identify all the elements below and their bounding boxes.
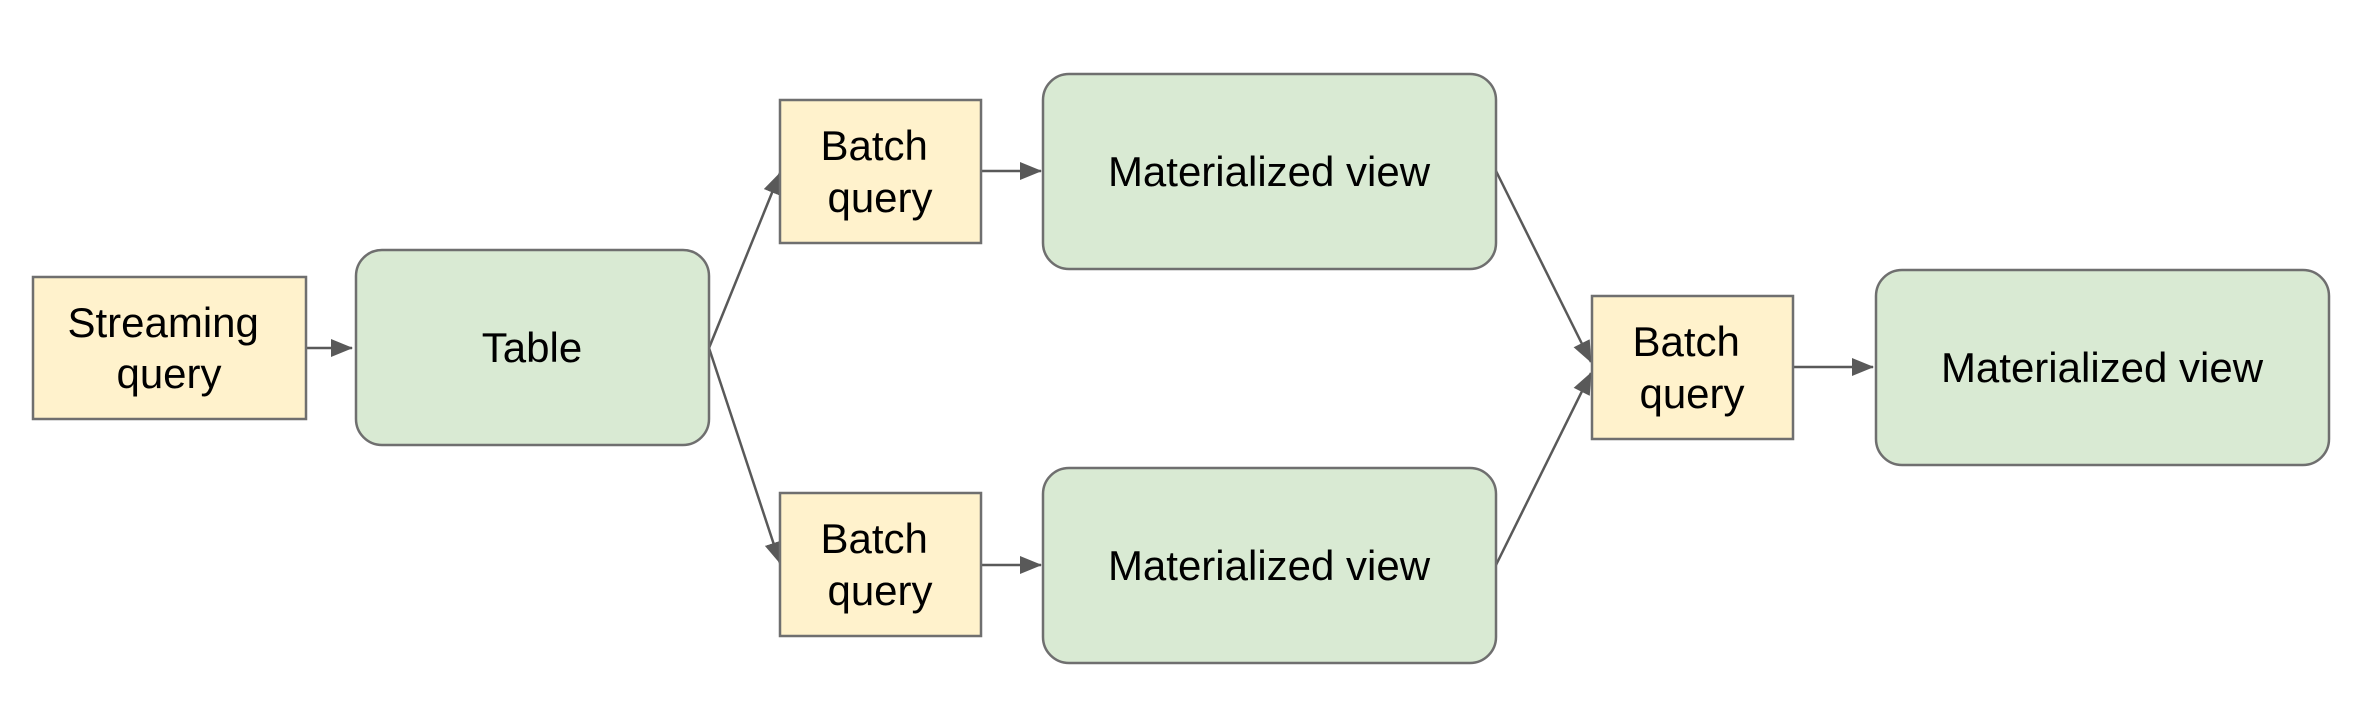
mv-bottom-label: Materialized view	[1108, 542, 1431, 589]
batch-query-merge-label: Batch query	[1632, 318, 1751, 417]
node-table: Table	[354, 248, 711, 447]
mv-top-box	[1041, 72, 1498, 271]
batch-query-bottom-line1: Batch	[820, 515, 927, 562]
node-batch-query-top: Batch query	[778, 98, 983, 245]
table-box	[354, 248, 711, 447]
batch-query-merge-line2: query	[1639, 370, 1744, 417]
streaming-query-label-line1: Streaming	[67, 299, 258, 346]
edge-mv-top-to-batch-merge	[1494, 170, 1593, 363]
streaming-query-label-line2: query	[116, 350, 221, 397]
batch-query-bottom-label: Batch query	[820, 515, 939, 614]
node-mv-final: Materialized view	[1874, 268, 2331, 467]
node-batch-query-merge: Batch query	[1590, 294, 1795, 441]
edge-table-to-batch-top	[707, 172, 782, 349]
node-streaming-query: Streaming query	[31, 275, 308, 421]
edge-table-to-batch-bottom	[707, 347, 782, 564]
edge-mv-bottom-to-batch-merge	[1494, 372, 1593, 566]
streaming-query-box	[31, 275, 308, 421]
batch-query-merge-line1: Batch	[1632, 318, 1739, 365]
edges	[306, 162, 1874, 574]
mv-top-label: Materialized view	[1108, 148, 1431, 195]
streaming-query-label: Streaming query	[67, 299, 270, 397]
node-mv-top: Materialized view	[1041, 72, 1498, 271]
node-batch-query-bottom: Batch query	[778, 491, 983, 638]
batch-query-bottom-box	[778, 491, 983, 638]
table-label: Table	[482, 324, 582, 371]
node-mv-bottom: Materialized view	[1041, 466, 1498, 665]
batch-query-merge-box	[1590, 294, 1795, 441]
mv-final-box	[1874, 268, 2331, 467]
batch-query-top-label: Batch query	[820, 122, 939, 221]
batch-query-top-line1: Batch	[820, 122, 927, 169]
batch-query-top-box	[778, 98, 983, 245]
mv-final-label: Materialized view	[1941, 344, 2264, 391]
batch-query-bottom-line2: query	[827, 567, 932, 614]
batch-query-top-line2: query	[827, 174, 932, 221]
mv-bottom-box	[1041, 466, 1498, 665]
